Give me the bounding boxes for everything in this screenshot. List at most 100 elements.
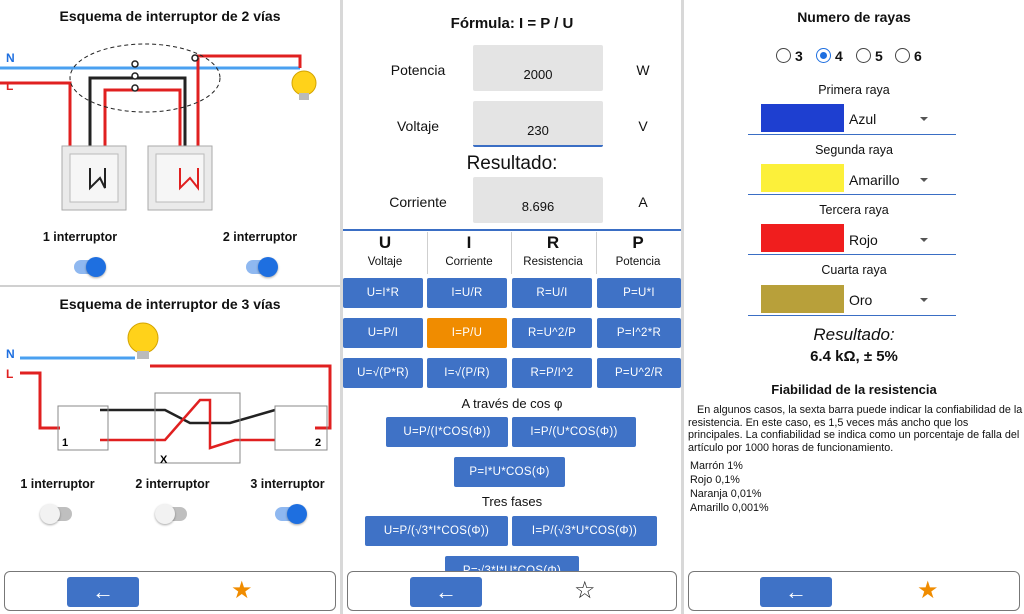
three-way-title: Esquema de interruptor de 3 vías xyxy=(59,296,281,312)
switch-x-box: X xyxy=(154,392,241,466)
resultado-title: Resultado: xyxy=(466,153,558,174)
dropdown-caret-icon[interactable] xyxy=(920,238,928,242)
formula-button-p-i2r[interactable]: P=I^2*R xyxy=(597,318,681,348)
reliability-item: Marrón 1% xyxy=(690,460,743,472)
three-phase-formula-u[interactable]: U=P/(√3*I*COS(Φ)) xyxy=(365,516,508,546)
wire-l-label: L xyxy=(6,367,13,381)
stripe-4-swatch xyxy=(761,285,844,313)
stripe-4-color[interactable]: Oro xyxy=(849,292,873,308)
three-phase-formula-i[interactable]: I=P/(√3*U*COS(Φ)) xyxy=(512,516,657,546)
radio-circle-icon xyxy=(856,48,871,63)
column-name: Potencia xyxy=(615,256,661,268)
stripe-2-label: Segunda raya xyxy=(815,143,893,157)
stripe-3-color[interactable]: Rojo xyxy=(849,232,878,248)
back-button[interactable]: ← xyxy=(760,577,832,607)
toggle-knob xyxy=(155,504,175,524)
switch-2-box: 2 xyxy=(274,405,328,451)
reliability-item: Amarillo 0,001% xyxy=(690,502,769,514)
favorite-star-icon[interactable]: ★ xyxy=(231,577,253,604)
radio-option-5[interactable]: 5 xyxy=(856,46,883,66)
stripe-2-color[interactable]: Amarillo xyxy=(849,172,900,188)
dropdown-caret-icon[interactable] xyxy=(920,298,928,302)
formula-button-u-pi[interactable]: U=P/I xyxy=(343,318,423,348)
formula-button-p-u2r[interactable]: P=U^2/R xyxy=(597,358,681,388)
cos-formula-p[interactable]: P=I*U*COS(Φ) xyxy=(454,457,565,487)
three-way-diagram: N L 1 X 2 xyxy=(6,322,332,466)
corriente-unit: A xyxy=(638,194,648,210)
favorite-star-icon[interactable]: ★ xyxy=(917,577,939,604)
stripe-count-title: Numero de rayas xyxy=(797,9,911,25)
junction-dot xyxy=(191,54,199,62)
voltaje-unit: V xyxy=(638,118,648,134)
three-way-switch3-toggle[interactable] xyxy=(275,504,307,524)
column-letter: U xyxy=(378,233,392,252)
two-way-switch2-toggle[interactable] xyxy=(246,257,278,277)
formula-button-i-sqrt-pr[interactable]: I=√(P/R) xyxy=(427,358,507,388)
back-button[interactable]: ← xyxy=(67,577,139,607)
column-letter: I xyxy=(466,233,472,252)
toggle-knob xyxy=(287,504,307,524)
toggle-knob xyxy=(86,257,106,277)
formula-button-i-pu[interactable]: I=P/U xyxy=(427,318,507,348)
reliability-title: Fiabilidad de la resistencia xyxy=(771,382,937,397)
corriente-label: Corriente xyxy=(389,194,447,210)
formula-button-p-ui[interactable]: P=U*I xyxy=(597,278,681,308)
radio-option-3[interactable]: 3 xyxy=(776,46,803,66)
table-top-line xyxy=(343,229,681,231)
wire-l-label: L xyxy=(6,79,13,93)
potencia-input[interactable]: 2000 xyxy=(473,45,603,91)
cos-formula-u[interactable]: U=P/(I*COS(Φ)) xyxy=(386,417,508,447)
formula-title: Fórmula: I = P / U xyxy=(450,15,574,32)
dropdown-caret-icon[interactable] xyxy=(920,178,928,182)
two-way-switch1-toggle[interactable] xyxy=(74,257,106,277)
reliability-text: En algunos casos, la sexta barra puede i… xyxy=(688,404,1024,454)
favorite-star-outline-icon[interactable]: ☆ xyxy=(574,577,596,604)
stripe-1-color[interactable]: Azul xyxy=(849,111,877,127)
svg-text:1: 1 xyxy=(62,437,68,449)
result-label: Resultado: xyxy=(813,325,895,344)
radio-option-6[interactable]: 6 xyxy=(895,46,922,66)
formula-button-u-sqrt-pr[interactable]: U=√(P*R) xyxy=(343,358,423,388)
dropdown-underline xyxy=(748,254,956,255)
reliability-item: Rojo 0,1% xyxy=(690,474,740,486)
radio-circle-icon xyxy=(895,48,910,63)
reliability-paragraph: En algunos casos, la sexta barra puede i… xyxy=(688,404,1023,454)
column-i: I Corriente xyxy=(427,232,511,270)
radio-label: 4 xyxy=(835,48,843,64)
radio-option-4[interactable]: 4 xyxy=(816,46,843,66)
formula-button-u-ir[interactable]: U=I*R xyxy=(343,278,423,308)
cos-formula-i[interactable]: I=P/(U*COS(Φ)) xyxy=(512,417,636,447)
formula-button-r-pi2[interactable]: R=P/I^2 xyxy=(512,358,592,388)
radio-selected-icon xyxy=(816,48,831,63)
potencia-unit: W xyxy=(636,62,650,78)
lamp-icon xyxy=(291,70,317,100)
wire-lamp xyxy=(195,54,302,68)
three-way-switch1-label: 1 interruptor xyxy=(20,477,95,491)
column-divider xyxy=(511,232,512,274)
column-name: Corriente xyxy=(445,256,493,268)
lamp-icon xyxy=(127,322,159,359)
cos-section-title: A través de cos φ xyxy=(461,396,563,411)
three-way-switch2-toggle[interactable] xyxy=(155,504,187,524)
result-value: 6.4 kΩ, ± 5% xyxy=(810,348,898,365)
junction-dot xyxy=(131,72,139,80)
stripe-4-label: Cuarta raya xyxy=(821,263,887,277)
dropdown-caret-icon[interactable] xyxy=(920,117,928,121)
two-way-switch1-label: 1 interruptor xyxy=(42,230,118,244)
formula-button-i-ur[interactable]: I=U/R xyxy=(427,278,507,308)
junction-box xyxy=(69,43,221,113)
voltaje-input[interactable]: 230 xyxy=(473,101,603,147)
back-button[interactable]: ← xyxy=(410,577,482,607)
two-way-diagram: N L xyxy=(0,43,317,211)
svg-text:X: X xyxy=(160,454,168,466)
radio-label: 3 xyxy=(795,48,803,64)
wiring-screen: Esquema de interruptor de 2 vías N L xyxy=(0,0,340,614)
stripe-2-swatch xyxy=(761,164,844,192)
formula-button-r-ui[interactable]: R=U/I xyxy=(512,278,592,308)
formula-button-r-u2p[interactable]: R=U^2/P xyxy=(512,318,592,348)
three-phase-formula-p[interactable]: P=√3*I*U*COS(Φ) xyxy=(445,556,579,572)
three-way-switch1-toggle[interactable] xyxy=(40,504,72,524)
section-divider xyxy=(0,285,340,287)
bottom-bar: ← ☆ xyxy=(347,571,677,611)
wire-traveller-black xyxy=(100,408,276,425)
